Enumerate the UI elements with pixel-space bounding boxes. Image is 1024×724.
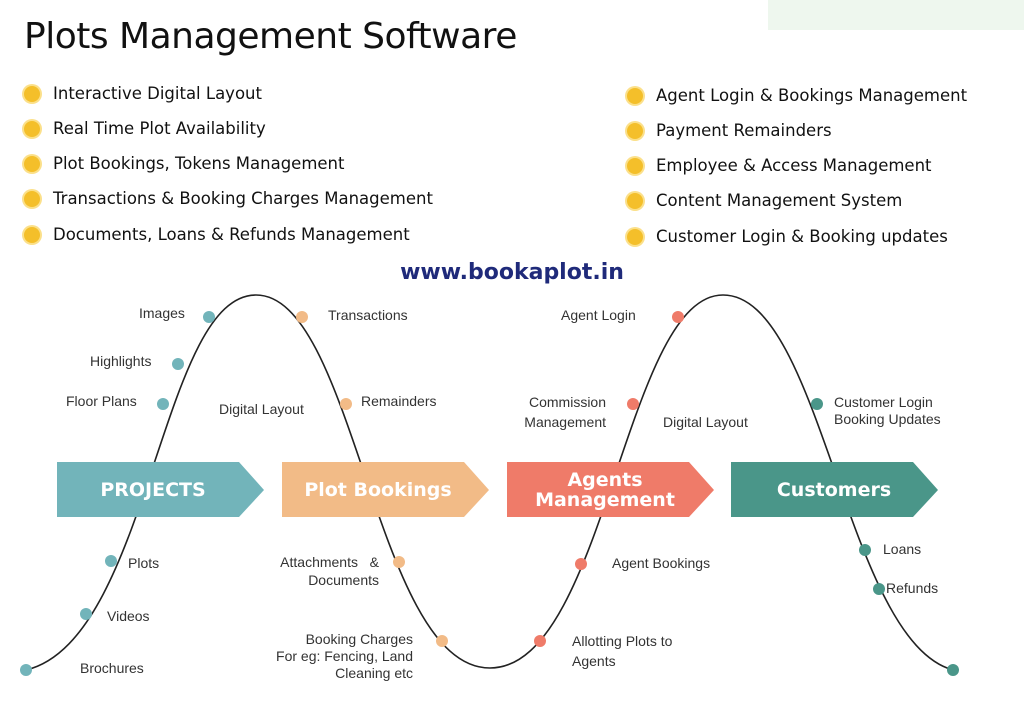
stage-arrow-agents: [507, 462, 714, 517]
label: Agent Login: [561, 307, 636, 323]
feature-item: Documents, Loans & Refunds Management: [24, 225, 410, 244]
label-line: For eg: Fencing, Land: [276, 648, 413, 664]
label: Videos: [107, 608, 150, 624]
feature-item: Transactions & Booking Charges Managemen…: [24, 189, 433, 208]
dot: [873, 583, 885, 595]
corner-band: [768, 0, 1024, 30]
stage-arrow-bookings: [282, 462, 489, 517]
sun-icon: [24, 120, 40, 137]
sun-icon: [627, 228, 643, 245]
dot: [627, 398, 639, 410]
dot: [672, 311, 684, 323]
feature-label: Payment Remainders: [656, 121, 832, 140]
label: Transactions: [328, 307, 408, 323]
dot: [947, 664, 959, 676]
dot: [811, 398, 823, 410]
label: Allotting Plots to Agents: [572, 631, 672, 671]
label-line: Management: [524, 414, 606, 430]
sun-icon: [627, 192, 643, 209]
sun-icon: [627, 122, 643, 139]
dot: [575, 558, 587, 570]
flow-curve: [25, 294, 954, 671]
dot: [296, 311, 308, 323]
dot: [157, 398, 169, 410]
feature-label: Transactions & Booking Charges Managemen…: [53, 189, 433, 208]
feature-label: Plot Bookings, Tokens Management: [53, 154, 345, 173]
feature-item: Real Time Plot Availability: [24, 119, 266, 138]
sun-icon: [24, 190, 40, 207]
sun-icon: [627, 157, 643, 174]
label: Highlights: [90, 353, 152, 369]
label: Plots: [128, 555, 160, 571]
stage-title-customers: Customers: [776, 479, 892, 501]
feature-item: Agent Login & Bookings Management: [627, 86, 967, 105]
feature-item: Payment Remainders: [627, 121, 832, 140]
label: Digital Layout: [663, 414, 748, 430]
label-line: Documents: [308, 572, 379, 588]
feature-label: Customer Login & Booking updates: [656, 227, 948, 246]
dot: [859, 544, 871, 556]
dot: [436, 635, 448, 647]
stage-title-line: Agents: [567, 469, 643, 491]
label-line: Attachments &: [280, 554, 379, 570]
feature-item: Interactive Digital Layout: [24, 84, 262, 103]
stage-arrow-projects: [57, 462, 264, 517]
label-line: Booking Updates: [834, 411, 941, 427]
stage-title-projects: PROJECTS: [100, 479, 206, 501]
feature-item: Customer Login & Booking updates: [627, 227, 948, 246]
sun-icon: [627, 87, 643, 104]
label: Agent Bookings: [612, 555, 711, 571]
stage-arrow-customers: [731, 462, 938, 517]
label-line: Customer Login: [834, 394, 933, 410]
label: Loans: [883, 541, 922, 557]
dot: [393, 556, 405, 568]
dot: [105, 555, 117, 567]
dot: [203, 311, 215, 323]
label: Floor Plans: [66, 393, 137, 409]
dot: [534, 635, 546, 647]
sun-icon: [24, 155, 40, 172]
feature-label: Employee & Access Management: [656, 156, 932, 175]
feature-label: Real Time Plot Availability: [53, 119, 266, 138]
label-line: Agents: [572, 653, 616, 669]
website-link[interactable]: www.bookaplot.in: [400, 260, 624, 285]
label-line: Booking Charges: [305, 631, 413, 647]
sun-icon: [24, 85, 40, 102]
label: Attachments & Documents: [260, 553, 379, 589]
feature-item: Plot Bookings, Tokens Management: [24, 154, 345, 173]
sun-icon: [24, 226, 40, 243]
label: Refunds: [886, 580, 939, 596]
label: Brochures: [80, 660, 144, 676]
label-line: Cleaning etc: [335, 665, 413, 681]
feature-label: Content Management System: [656, 191, 903, 210]
dot: [172, 358, 184, 370]
feature-label: Interactive Digital Layout: [53, 84, 262, 103]
feature-item: Content Management System: [627, 191, 902, 210]
label-line: Allotting Plots to: [572, 633, 673, 649]
label: Remainders: [361, 393, 437, 409]
dot: [340, 398, 352, 410]
stage-title-line: Management: [535, 489, 675, 511]
feature-label: Agent Login & Bookings Management: [656, 86, 968, 105]
feature-item: Employee & Access Management: [627, 156, 932, 175]
stage-title-bookings: Plot Bookings: [304, 479, 452, 501]
page-title: Plots Management Software: [24, 16, 517, 57]
label-line: Commission: [528, 394, 606, 410]
feature-label: Documents, Loans & Refunds Management: [53, 225, 410, 244]
label: Images: [139, 305, 185, 321]
label: Digital Layout: [219, 401, 304, 417]
dot: [20, 664, 32, 676]
dot: [80, 608, 92, 620]
